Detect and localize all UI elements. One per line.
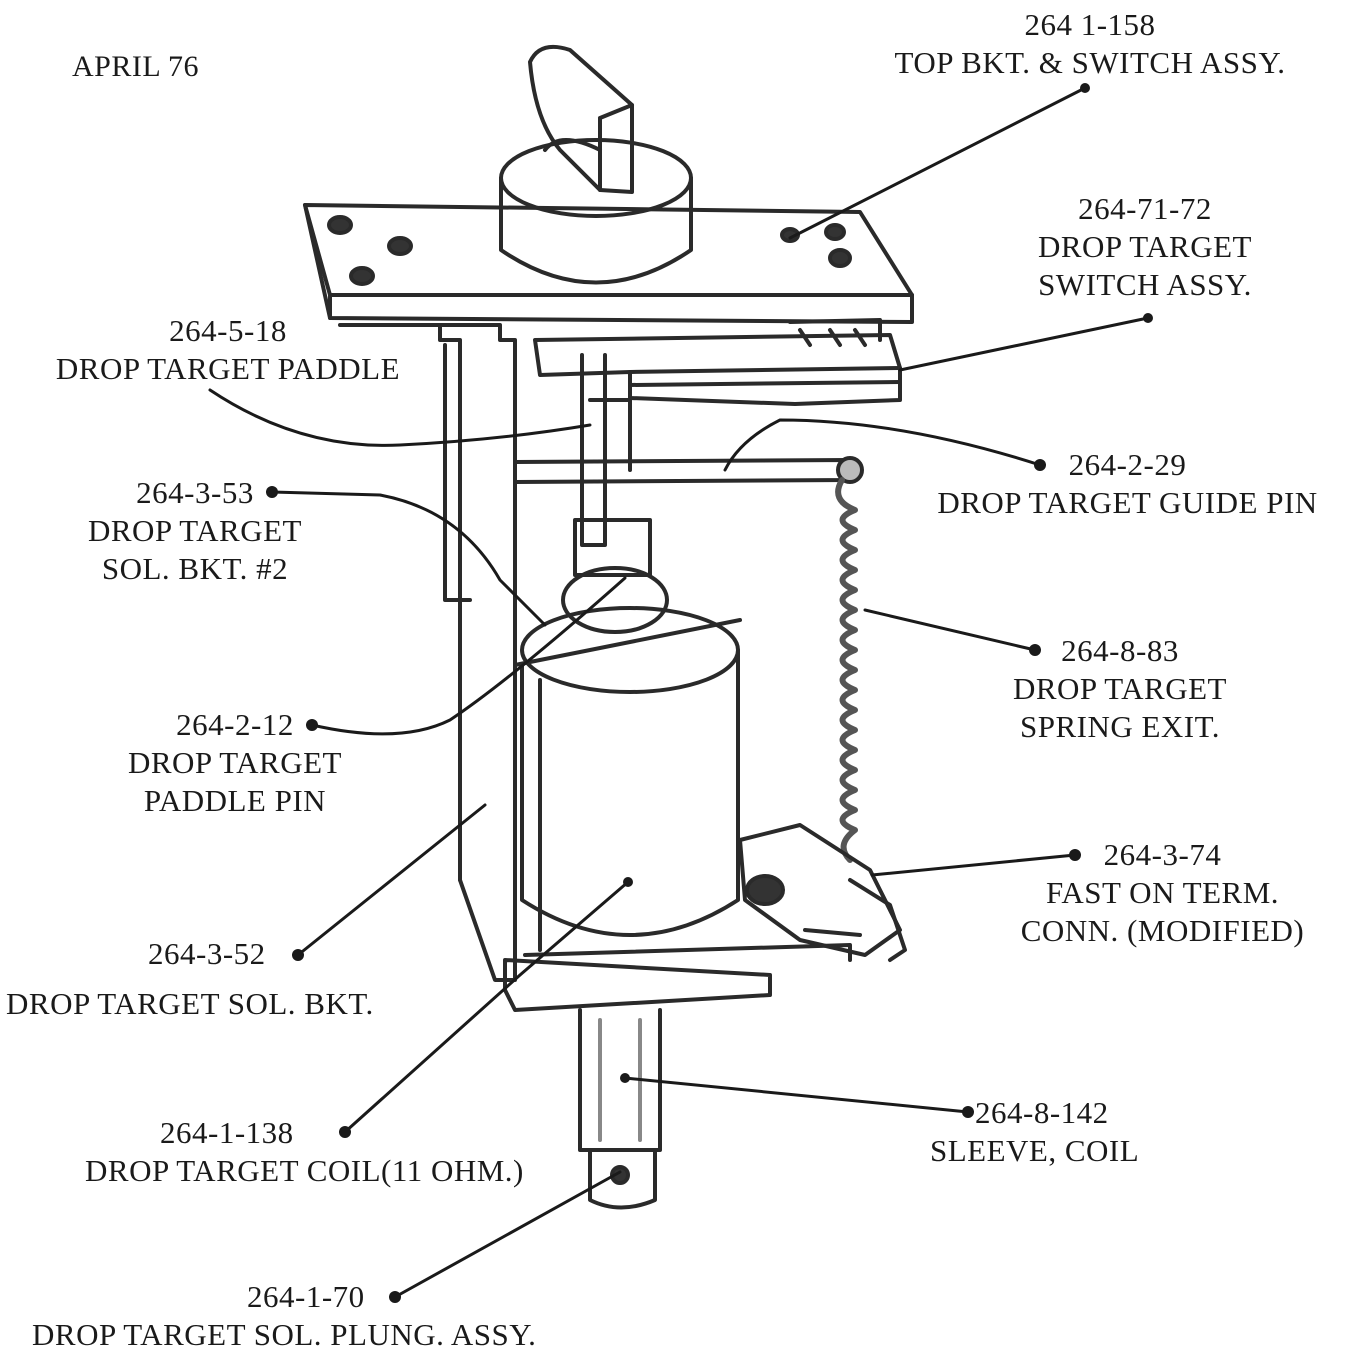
callout-sol-bkt-2: 264-3-53 DROP TARGET SOL. BKT. #2 (60, 474, 330, 588)
plate-hole (327, 215, 353, 235)
part-description: SWITCH ASSY. (1038, 267, 1252, 302)
part-description: DROP TARGET (127, 745, 342, 780)
part-number: 264-5-18 (169, 313, 287, 348)
part-number: 264-3-52 (148, 936, 266, 971)
part-description: SPRING EXIT. (1019, 709, 1221, 744)
leader-dot (1034, 459, 1046, 471)
part-number: 264-2-12 (176, 707, 294, 742)
top-bracket-plate (303, 203, 914, 324)
top-bracket-plate-side (303, 203, 332, 320)
part-number: 264-8-83 (1061, 633, 1179, 668)
leader-paddle (208, 388, 592, 447)
callout-coil: 264-1-138 DROP TARGET COIL(11 OHM.) (85, 1114, 595, 1190)
fast-on-terminal (803, 878, 907, 962)
coil-top (520, 606, 740, 694)
leader-dot (266, 486, 278, 498)
callout-paddle-pin: 264-2-12 DROP TARGET PADDLE PIN (105, 706, 365, 820)
leader-guide-pin (723, 418, 1042, 472)
paddle-rod (580, 353, 632, 547)
terminal-plate (738, 823, 902, 957)
leader-dot (1143, 313, 1153, 323)
bottom-bracket-edge (523, 943, 852, 962)
callout-fast-on-term: 264-3-74 FAST ON TERM. CONN. (MODIFIED) (995, 836, 1330, 950)
callout-sol-bkt-number: 264-3-52 (148, 935, 266, 973)
callout-guide-pin: 264-2-29 DROP TARGET GUIDE PIN (905, 446, 1350, 522)
leader-spring-exit (863, 608, 1037, 652)
leader-sol-bkt-2 (270, 490, 547, 627)
left-bracket (338, 323, 517, 982)
part-description: PADDLE PIN (143, 783, 327, 818)
leader-sol-bkt (296, 803, 487, 957)
plate-hole (824, 223, 846, 241)
guide-bar (513, 458, 852, 484)
leader-coil (343, 880, 630, 1134)
leader-plunger (393, 1170, 622, 1299)
left-bracket-fold (443, 343, 472, 602)
plate-hole (349, 266, 375, 286)
callout-sol-bkt-description: DROP TARGET SOL. BKT. (6, 985, 374, 1023)
switch-cylinder-body (499, 176, 693, 285)
callout-spring-exit: 264-8-83 DROP TARGET SPRING EXIT. (985, 632, 1255, 746)
leader-dot (389, 1291, 401, 1303)
switch-cylinder-top (499, 138, 693, 218)
plunger (588, 1148, 657, 1210)
plate-hole (387, 236, 413, 256)
part-description: DROP TARGET SOL. PLUNG. ASSY. (32, 1317, 537, 1352)
date-label: APRIL 76 (72, 50, 200, 83)
part-description: DROP TARGET (87, 513, 302, 548)
switch-blade (628, 318, 902, 387)
terminal-hole (745, 874, 785, 906)
spring-exit (835, 477, 858, 863)
coil-frame (513, 618, 742, 952)
leader-dot (1029, 644, 1041, 656)
leader-sleeve (623, 1076, 970, 1114)
switch-rivets (798, 328, 867, 347)
leader-paddle-pin (310, 576, 627, 736)
part-number: 264-8-142 (975, 1095, 1109, 1130)
callout-sleeve-coil: 264-8-142 SLEEVE, COIL (930, 1094, 1139, 1170)
plate-hole (828, 248, 852, 268)
coil-bore (561, 566, 669, 634)
switch-stack (533, 333, 902, 406)
leader-dot (962, 1106, 974, 1118)
leader-dot (306, 719, 318, 731)
part-number: 264 1-158 (1024, 7, 1156, 42)
part-number: 264-3-74 (1103, 837, 1222, 872)
part-number: 264-2-29 (1068, 447, 1187, 482)
part-description: DROP TARGET SOL. BKT. (6, 986, 374, 1021)
part-description: DROP TARGET (1037, 229, 1252, 264)
part-description: FAST ON TERM. (1045, 875, 1280, 910)
part-number: 264-1-70 (247, 1279, 365, 1314)
callout-paddle: 264-5-18 DROP TARGET PADDLE (28, 312, 428, 388)
part-description: DROP TARGET GUIDE PIN (937, 485, 1318, 520)
leader-dot (292, 949, 304, 961)
part-description: SLEEVE, COIL (930, 1133, 1140, 1168)
guide-pin-head (836, 456, 864, 484)
part-description: DROP TARGET (1012, 671, 1227, 706)
callout-switch-assy: 264-71-72 DROP TARGET SWITCH ASSY. (1010, 190, 1280, 304)
part-number: 264-3-53 (136, 475, 254, 510)
part-description: DROP TARGET PADDLE (55, 351, 401, 386)
leader-fast-on (870, 853, 1077, 877)
part-description: CONN. (MODIFIED) (1020, 913, 1305, 948)
leader-dot (623, 877, 633, 887)
leader-dot (1069, 849, 1081, 861)
part-number: 264-1-138 (160, 1115, 294, 1150)
switch-lever-face (543, 103, 634, 192)
part-number: 264-71-72 (1078, 191, 1212, 226)
leader-top-bkt (788, 86, 1087, 240)
leader-switch-assy (898, 316, 1150, 372)
part-description: TOP BKT. & SWITCH ASSY. (894, 45, 1286, 80)
leader-dot (620, 1073, 630, 1083)
part-description: DROP TARGET COIL(11 OHM.) (85, 1153, 524, 1188)
part-description: SOL. BKT. #2 (101, 551, 289, 586)
bottom-bracket (503, 958, 772, 1012)
leader-dot (1080, 83, 1090, 93)
callout-top-bkt-switch-assy: 264 1-158 TOP BKT. & SWITCH ASSY. (860, 6, 1320, 82)
callout-plunger-assy: 264-1-70 DROP TARGET SOL. PLUNG. ASSY. (32, 1278, 536, 1354)
leader-dot (339, 1126, 351, 1138)
switch-lever (528, 45, 634, 194)
